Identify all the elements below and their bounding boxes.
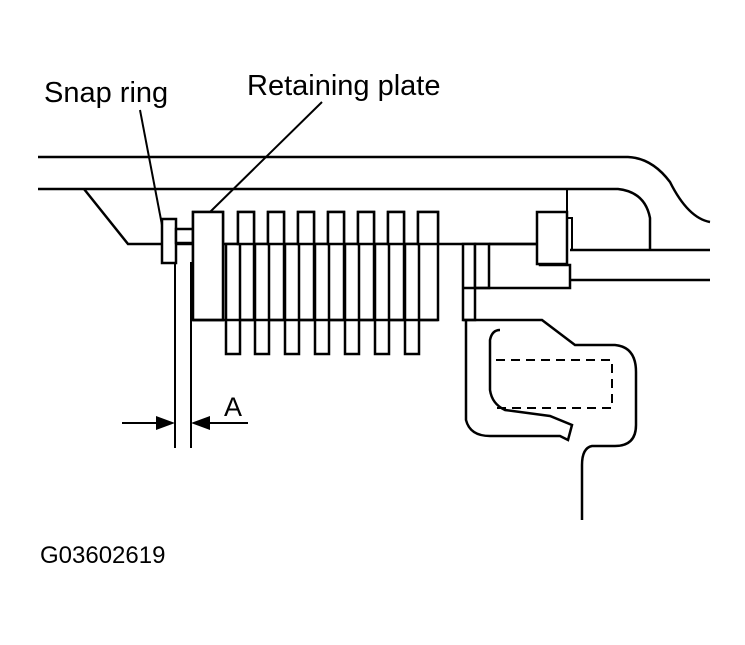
friction-plate [283,242,301,356]
friction-plate [313,242,331,356]
piston-inner [464,320,574,442]
retaining-plate-label: Retaining plate [247,70,441,102]
piston-spacer [473,242,491,290]
retaining-plate-leader [209,101,323,213]
friction-plate [224,242,242,356]
snap-ring-label: Snap ring [44,77,169,109]
clutch-plates-upper [191,210,440,322]
snap-ring-groove [174,227,195,245]
clearance-label: A [224,392,243,422]
return-spring-seat [535,210,569,266]
friction-plate [343,242,361,356]
hub-step [570,248,710,282]
arrowhead-left [156,416,175,430]
plate-top [296,210,316,246]
snap-ring [160,217,178,265]
friction-plates [224,242,421,356]
housing-inner-line [38,187,652,250]
housing-outer-line [38,155,711,224]
plate-top [266,210,286,246]
snap-ring-leader [139,109,163,226]
plate-top [386,210,406,246]
plate-top [416,210,440,246]
plate-top [356,210,376,246]
figure-id: G03602619 [40,542,166,569]
arrowhead-right [191,416,210,430]
plate-top [236,210,256,246]
friction-plate [253,242,271,356]
plate-top [326,210,346,246]
piston-cavity [463,318,638,520]
piston-spacer [461,242,477,322]
friction-plate [403,242,421,356]
housing-chamfer [83,188,162,246]
housing-web [566,189,573,250]
hidden-spring [496,359,613,409]
friction-plate [373,242,391,356]
retaining-plate-face [191,210,225,322]
